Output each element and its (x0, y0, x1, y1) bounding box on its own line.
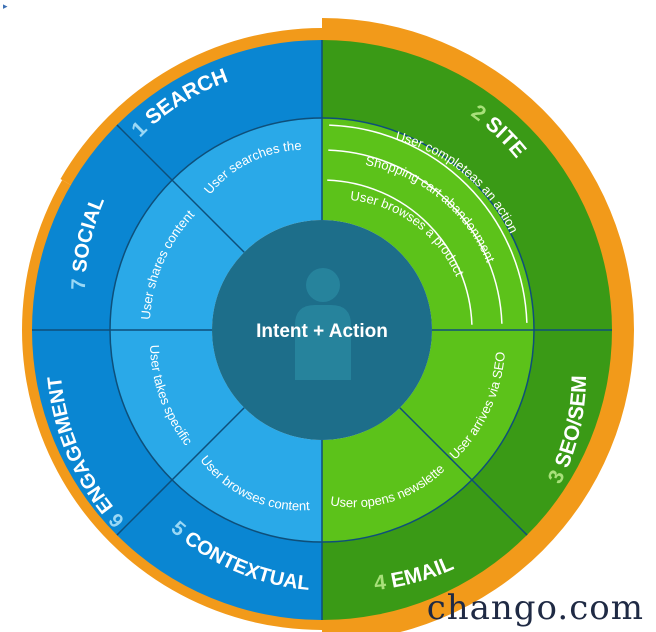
orange-arc-left (21, 180, 322, 630)
site-arc-line (329, 124, 528, 323)
outer-ring-green (322, 40, 612, 620)
segment-divider (399, 407, 528, 536)
person-icon (295, 268, 351, 380)
segment-divider (116, 407, 245, 536)
segment-dividers (32, 40, 612, 620)
outer-ring-blue (32, 40, 322, 620)
ring-separator (109, 117, 535, 543)
inner-ring (327, 124, 528, 325)
site-arc-line (327, 179, 473, 325)
outer-ring (32, 40, 612, 620)
middle-ring-green (322, 118, 534, 542)
segment-divider (116, 124, 245, 253)
corner-mark-icon: ▸ (3, 2, 8, 12)
middle-ring (110, 118, 534, 542)
center-hub: Intent + Action (212, 220, 432, 440)
middle-ring-blue (110, 118, 322, 542)
site-arc-line (328, 149, 503, 324)
brand-watermark: chango.com (426, 588, 644, 628)
center-label: Intent + Action (256, 321, 388, 342)
